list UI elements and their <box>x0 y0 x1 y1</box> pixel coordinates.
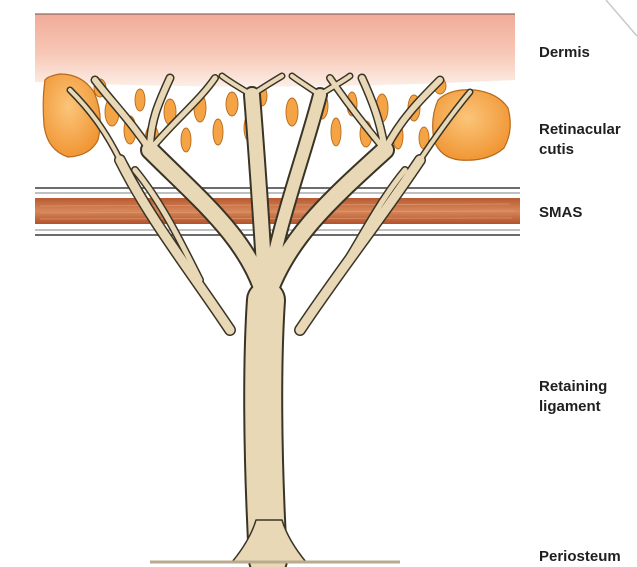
label-retinacular-cutis: Retinacular cutis <box>539 120 621 160</box>
label-retaining-ligament: Retaining ligament <box>539 377 607 417</box>
retaining-ligament <box>70 76 470 562</box>
page-corner-fold <box>606 0 637 36</box>
label-smas: SMAS <box>539 203 582 223</box>
label-dermis: Dermis <box>539 43 590 63</box>
label-periosteum: Periosteum <box>539 547 621 567</box>
dermis-layer <box>35 14 515 87</box>
